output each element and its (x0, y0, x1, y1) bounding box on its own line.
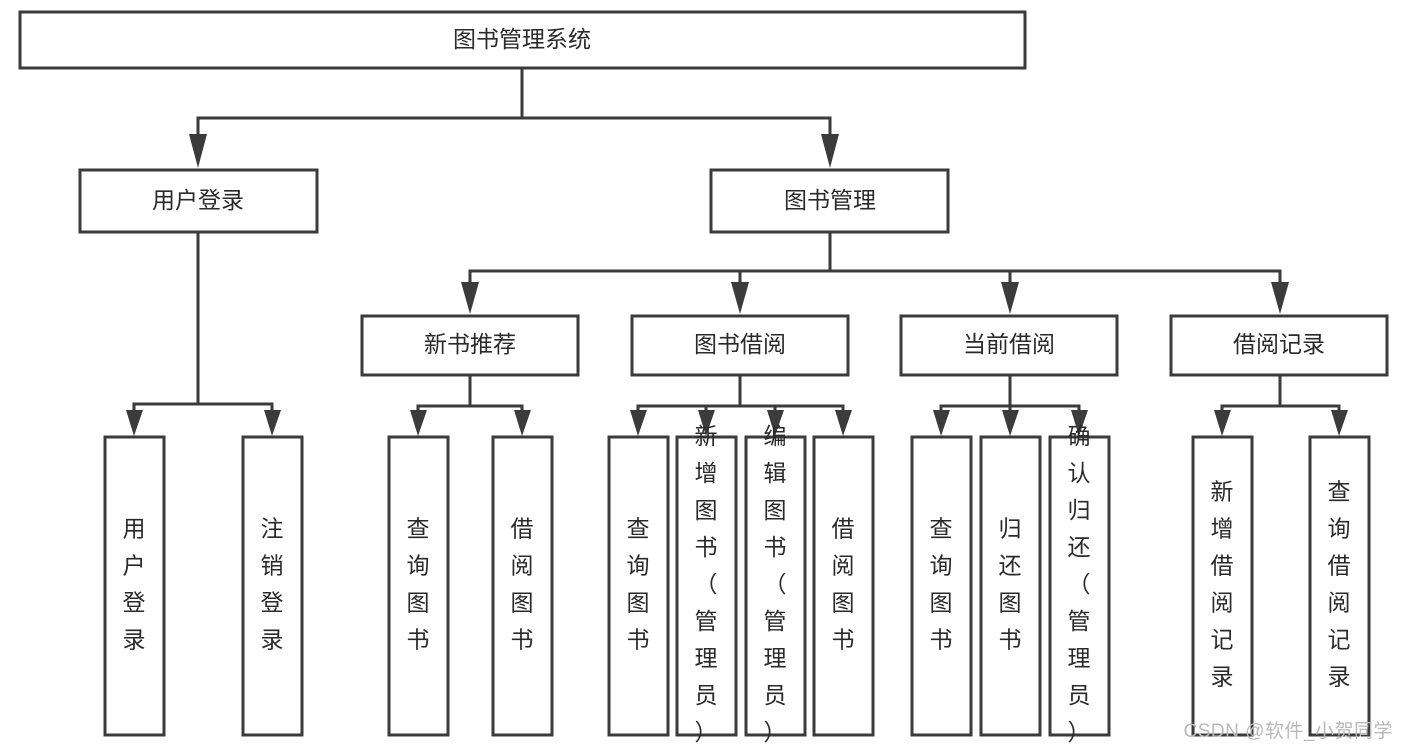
node-leaf-query-record[interactable]: 查询借阅记录 (1308, 435, 1371, 737)
node-borrow-record-box[interactable] (1169, 314, 1389, 377)
node-leaf-query-book-2[interactable]: 查询图书 (607, 435, 670, 737)
node-book-borrow-box[interactable] (630, 314, 850, 377)
node-book-manage[interactable]: 图书管理 (709, 168, 950, 234)
node-leaf-query-record-box[interactable] (1308, 435, 1371, 737)
node-leaf-add-record-label: 新增借阅记录 (1211, 479, 1234, 690)
node-leaf-add-book-box[interactable] (675, 435, 738, 737)
connector-group-root (189, 66, 839, 168)
arrow-head-user-login (189, 134, 207, 168)
node-book-manage-label: 图书管理 (784, 187, 876, 213)
node-current-borrow-box[interactable] (899, 314, 1119, 377)
node-leaf-logout-label: 注销登录 (261, 516, 284, 653)
node-leaf-edit-book-box[interactable] (744, 435, 807, 737)
arrow-head-book-borrow (731, 282, 749, 314)
node-root[interactable]: 图书管理系统 (18, 10, 1027, 70)
node-leaf-query-book-2-box[interactable] (607, 435, 670, 737)
arrow-head-leaf-query-book-3 (933, 410, 950, 436)
arrow-head-leaf-borrow-book-2 (835, 410, 852, 436)
node-leaf-borrow-book-1[interactable]: 借阅图书 (491, 435, 554, 737)
arrow-head-leaf-add-book (698, 410, 715, 436)
node-leaf-edit-book[interactable]: 编辑图书（管理员） (744, 423, 807, 745)
connector-group-borrow-record (1214, 373, 1348, 436)
node-leaf-return-book-box[interactable] (979, 435, 1042, 737)
node-book-borrow-label: 图书借阅 (694, 331, 786, 357)
node-leaf-query-book-3[interactable]: 查询图书 (910, 435, 973, 737)
arrow-head-book-manage (821, 134, 839, 168)
connector-group-current-borrow (933, 373, 1088, 436)
node-leaf-query-book-3-label: 查询图书 (930, 516, 953, 653)
node-borrow-record[interactable]: 借阅记录 (1169, 314, 1389, 377)
node-book-borrow[interactable]: 图书借阅 (630, 314, 850, 377)
connector-group-user-login (126, 230, 281, 436)
arrow-head-leaf-edit-book (767, 410, 784, 436)
node-leaf-add-record-box[interactable] (1191, 435, 1254, 737)
node-user-login[interactable]: 用户登录 (78, 168, 319, 234)
arrow-head-leaf-query-record (1331, 410, 1348, 436)
node-user-login-label: 用户登录 (152, 187, 244, 213)
node-leaf-return-book-label: 归还图书 (999, 516, 1022, 653)
node-book-manage-box[interactable] (709, 168, 950, 234)
node-leaf-borrow-book-1-label: 借阅图书 (511, 516, 534, 653)
node-leaf-borrow-book-2[interactable]: 借阅图书 (812, 435, 875, 737)
node-leaf-user-login-label: 用户登录 (123, 516, 146, 653)
arrow-head-leaf-confirm-return (1071, 410, 1088, 436)
node-leaf-add-book[interactable]: 新增图书（管理员） (675, 423, 738, 745)
node-leaf-edit-book-label: 编辑图书（管理员） (764, 423, 787, 745)
connector-group-book-manage (461, 230, 1289, 314)
arrow-head-leaf-user-login (126, 410, 143, 436)
node-leaf-confirm-return[interactable]: 确认归还（管理员） (1048, 423, 1111, 745)
arrow-head-leaf-query-book-1 (410, 410, 427, 436)
node-leaf-query-book-2-label: 查询图书 (627, 516, 650, 653)
node-new-book-rec[interactable]: 新书推荐 (360, 314, 580, 377)
node-root-label: 图书管理系统 (453, 26, 591, 52)
node-leaf-add-record[interactable]: 新增借阅记录 (1191, 435, 1254, 737)
connector-group-new-book-rec (410, 373, 531, 436)
arrow-head-leaf-add-record (1214, 410, 1231, 436)
node-leaf-logout-box[interactable] (241, 435, 304, 737)
node-root-box[interactable] (18, 10, 1027, 70)
node-leaf-confirm-return-box[interactable] (1048, 435, 1111, 737)
node-new-book-rec-box[interactable] (360, 314, 580, 377)
arrow-head-new-book-rec (461, 282, 479, 314)
node-leaf-query-record-label: 查询借阅记录 (1328, 479, 1351, 690)
arrow-head-leaf-query-book-2 (630, 410, 647, 436)
node-current-borrow[interactable]: 当前借阅 (899, 314, 1119, 377)
node-user-login-box[interactable] (78, 168, 319, 234)
node-new-book-rec-label: 新书推荐 (424, 331, 516, 357)
arrow-head-leaf-borrow-book-1 (514, 410, 531, 436)
node-current-borrow-label: 当前借阅 (963, 331, 1055, 357)
node-borrow-record-label: 借阅记录 (1233, 331, 1325, 357)
node-leaf-query-book-1-label: 查询图书 (407, 516, 430, 653)
node-leaf-borrow-book-2-box[interactable] (812, 435, 875, 737)
node-leaf-confirm-return-label: 确认归还（管理员） (1068, 423, 1091, 745)
node-leaf-query-book-1-box[interactable] (387, 435, 450, 737)
node-leaf-logout[interactable]: 注销登录 (241, 435, 304, 737)
node-leaf-user-login[interactable]: 用户登录 (103, 435, 166, 737)
connector-group-book-borrow (630, 373, 852, 436)
arrow-head-current-borrow (1001, 282, 1019, 314)
node-leaf-query-book-1[interactable]: 查询图书 (387, 435, 450, 737)
arrow-head-leaf-logout (264, 410, 281, 436)
node-leaf-return-book[interactable]: 归还图书 (979, 435, 1042, 737)
arrow-head-leaf-return-book (1002, 410, 1019, 436)
arrow-head-borrow-record (1271, 282, 1289, 314)
node-leaf-borrow-book-2-label: 借阅图书 (832, 516, 855, 653)
node-leaf-user-login-box[interactable] (103, 435, 166, 737)
node-leaf-query-book-3-box[interactable] (910, 435, 973, 737)
node-leaf-add-book-label: 新增图书（管理员） (695, 423, 718, 745)
node-leaf-borrow-book-1-box[interactable] (491, 435, 554, 737)
